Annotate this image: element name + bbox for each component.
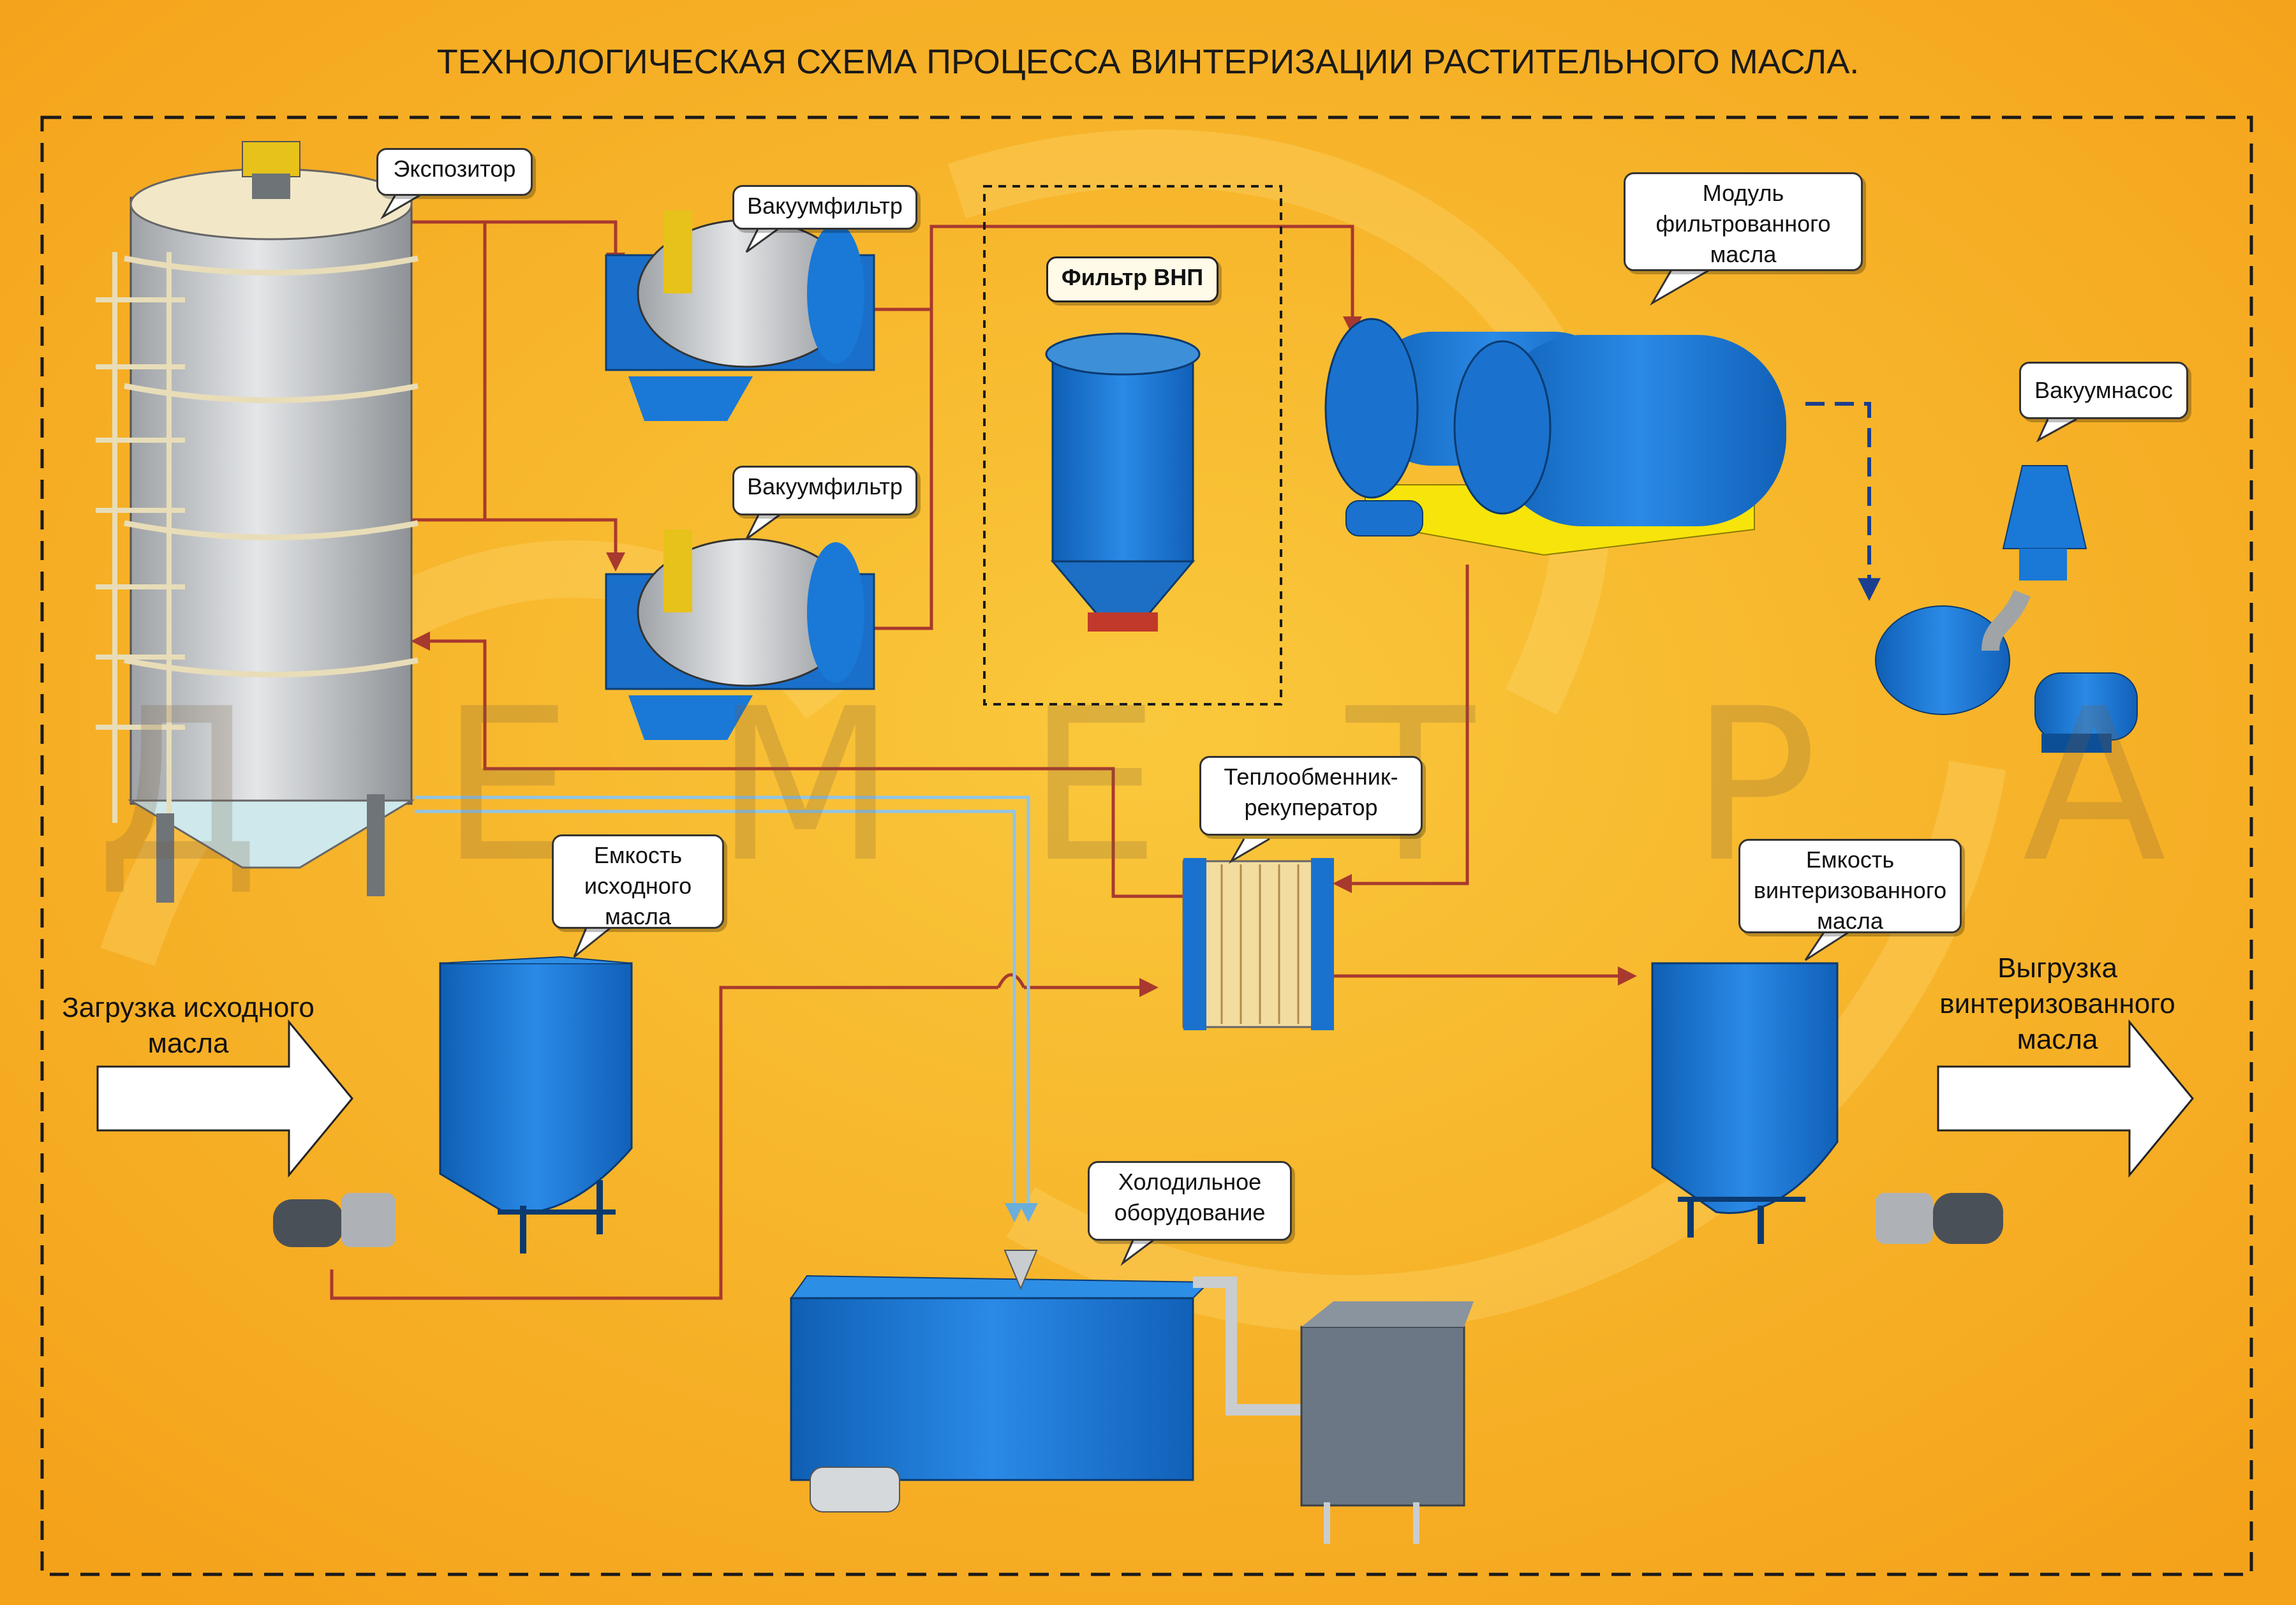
callout-vacuum-pump: Вакуумнасос bbox=[2019, 362, 2188, 419]
callout-filtered-oil-module: Модуль фильтрованного масла bbox=[1624, 172, 1863, 271]
callout-filtered-module-line2: фильтрованного bbox=[1655, 211, 1831, 237]
vacuum-line bbox=[1805, 402, 1881, 602]
expositor-tank bbox=[96, 141, 418, 903]
callout-source-tank-line3: масла bbox=[605, 903, 671, 929]
callout-heat-exchanger: Теплообменник- рекуператор bbox=[1199, 756, 1423, 836]
winterized-oil-tank bbox=[1651, 962, 1839, 1244]
callout-expositor: Экспозитор bbox=[376, 148, 533, 196]
unloading-label-line2: винтеризованного bbox=[1939, 988, 2175, 1019]
callout-filtered-module-line1: Модуль bbox=[1702, 180, 1784, 206]
callout-vacuum-filter-1: Вакуумфильтр bbox=[732, 185, 917, 230]
cooling-equipment bbox=[790, 1250, 1474, 1544]
vacuum-filter-2 bbox=[605, 529, 875, 740]
loading-label-line2: масла bbox=[147, 1028, 229, 1059]
source-pump bbox=[273, 1193, 396, 1247]
callout-source-tank: Емкость исходного масла bbox=[552, 834, 724, 929]
callout-vacuum-pump-label: Вакуумнасос bbox=[2034, 377, 2173, 403]
source-oil-tank bbox=[439, 956, 633, 1254]
callout-heat-exchanger-line2: рекуператор bbox=[1244, 794, 1378, 820]
dashed-frame bbox=[40, 115, 2253, 1576]
callout-winterized-tank: Емкость винтеризованного масла bbox=[1738, 839, 1962, 934]
callout-vacuum-filter-2-label: Вакуумфильтр bbox=[747, 473, 903, 499]
callout-winterized-tank-line2: винтеризованного bbox=[1753, 877, 1947, 903]
red-pipes bbox=[330, 220, 1637, 1300]
watermark-letter: А bbox=[2022, 663, 2166, 908]
page-title: ТЕХНОЛОГИЧЕСКАЯ СХЕМА ПРОЦЕССА ВИНТЕРИЗА… bbox=[436, 43, 1860, 81]
watermark-letter: М bbox=[715, 663, 896, 908]
callout-cooling-line1: Холодильное bbox=[1118, 1169, 1262, 1195]
callout-vacuum-filter-1-label: Вакуумфильтр bbox=[747, 193, 903, 219]
callout-source-tank-line2: исходного bbox=[584, 873, 692, 899]
callout-pointers bbox=[380, 193, 2077, 1266]
callout-expositor-label: Экспозитор bbox=[393, 156, 516, 182]
unloading-label-line3: масла bbox=[2017, 1024, 2098, 1055]
unloading-arrow bbox=[1937, 1019, 2194, 1178]
vacuum-filter-1 bbox=[605, 211, 875, 421]
callout-source-tank-line1: Емкость bbox=[593, 842, 683, 868]
loading-label: Загрузка исходного масла bbox=[38, 990, 338, 1061]
callout-winterized-tank-line3: масла bbox=[1817, 908, 1883, 934]
watermark-letter: Д bbox=[96, 663, 260, 908]
watermark-letter: Е bbox=[1027, 663, 1160, 908]
callout-vacuum-filter-2: Вакуумфильтр bbox=[732, 466, 917, 515]
callout-filter-vnp: Фильтр ВНП bbox=[1046, 256, 1218, 302]
heat-exchanger bbox=[1182, 858, 1334, 1030]
callout-cooling-line2: оборудование bbox=[1114, 1199, 1266, 1225]
callout-filter-vnp-label: Фильтр ВНП bbox=[1061, 264, 1204, 290]
unloading-label-line1: Выгрузка bbox=[1997, 952, 2117, 984]
callout-filtered-module-line3: масла bbox=[1710, 241, 1777, 267]
winterized-pump bbox=[1876, 1193, 2003, 1244]
cooling-pipes bbox=[415, 795, 1038, 1222]
loading-label-line1: Загрузка исходного bbox=[62, 992, 315, 1023]
callout-cooling-equipment: Холодильное оборудование bbox=[1088, 1161, 1292, 1241]
loading-arrow bbox=[96, 1019, 353, 1178]
callout-heat-exchanger-line1: Теплообменник- bbox=[1224, 764, 1398, 790]
filter-vnp bbox=[1045, 332, 1201, 632]
filtered-oil-module bbox=[1324, 318, 1786, 556]
watermark-letter: Е bbox=[440, 663, 574, 908]
unloading-label: Выгрузка винтеризованного масла bbox=[1914, 950, 2201, 1058]
vacuum-pump bbox=[1875, 465, 2138, 753]
callout-winterized-tank-line1: Емкость bbox=[1805, 847, 1895, 873]
